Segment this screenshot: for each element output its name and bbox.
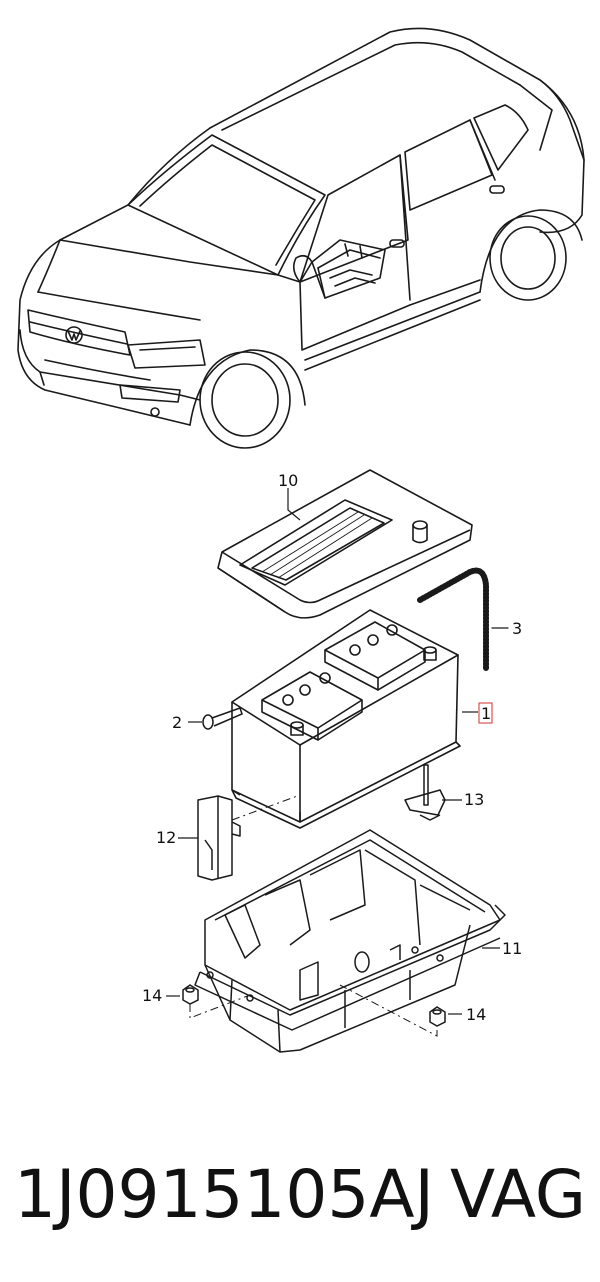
vehicle-illustration [17, 27, 585, 449]
callout-labels: 10 3 2 1 13 12 11 14 14 [142, 471, 522, 1024]
brand-name: VAG [449, 1156, 586, 1233]
callout-1-highlight-box [478, 702, 493, 724]
clamp-12 [178, 794, 301, 881]
callout-10: 10 [278, 471, 298, 490]
callout-2: 2 [172, 713, 182, 732]
nut-14-right [339, 984, 462, 1037]
screw-2 [188, 707, 243, 730]
callout-1: 1 [481, 704, 491, 723]
callout-11: 11 [502, 939, 522, 958]
battery-1 [231, 609, 478, 829]
callout-14a: 14 [142, 986, 162, 1005]
part-caption: 1J0915105AJ VAG [0, 1140, 600, 1250]
callout-13: 13 [464, 790, 484, 809]
vent-hose-3 [417, 567, 509, 671]
callout-3: 3 [512, 619, 522, 638]
bracket-13 [404, 764, 462, 821]
battery-cover-10 [217, 469, 473, 619]
battery-tray-11 [194, 829, 506, 1053]
callout-12: 12 [156, 828, 176, 847]
callout-14b: 14 [466, 1005, 486, 1024]
nut-14-left [166, 984, 251, 1019]
part-number: 1J0915105AJ [14, 1156, 435, 1233]
